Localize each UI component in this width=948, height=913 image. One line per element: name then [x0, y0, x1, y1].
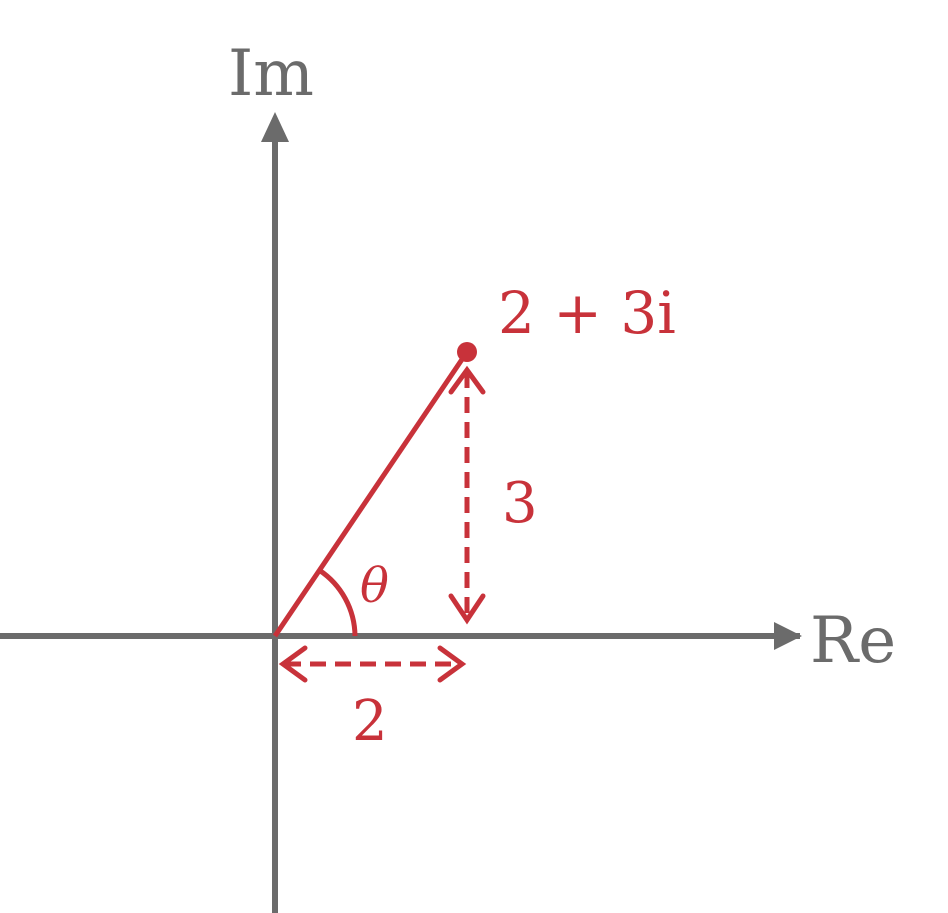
real-axis-arrowhead [774, 622, 802, 650]
horizontal-dimension-label: 2 [352, 689, 388, 754]
vertical-dimension-label: 3 [502, 471, 538, 536]
complex-point-label: 2 + 3i [498, 279, 676, 347]
angle-theta-label: θ [360, 558, 389, 614]
imaginary-axis-label: Im [228, 37, 314, 111]
vertical-dimension-arrow-bottom [448, 593, 486, 625]
complex-vector [272, 350, 470, 638]
horizontal-dimension-arrow-right [437, 645, 467, 683]
imaginary-axis-arrowhead [261, 112, 289, 142]
angle-arc [317, 567, 358, 637]
horizontal-dimension-arrow-left [278, 645, 308, 683]
complex-point [457, 342, 477, 362]
real-axis-label: Re [810, 604, 896, 678]
vertical-dimension-arrow-top [448, 365, 486, 395]
